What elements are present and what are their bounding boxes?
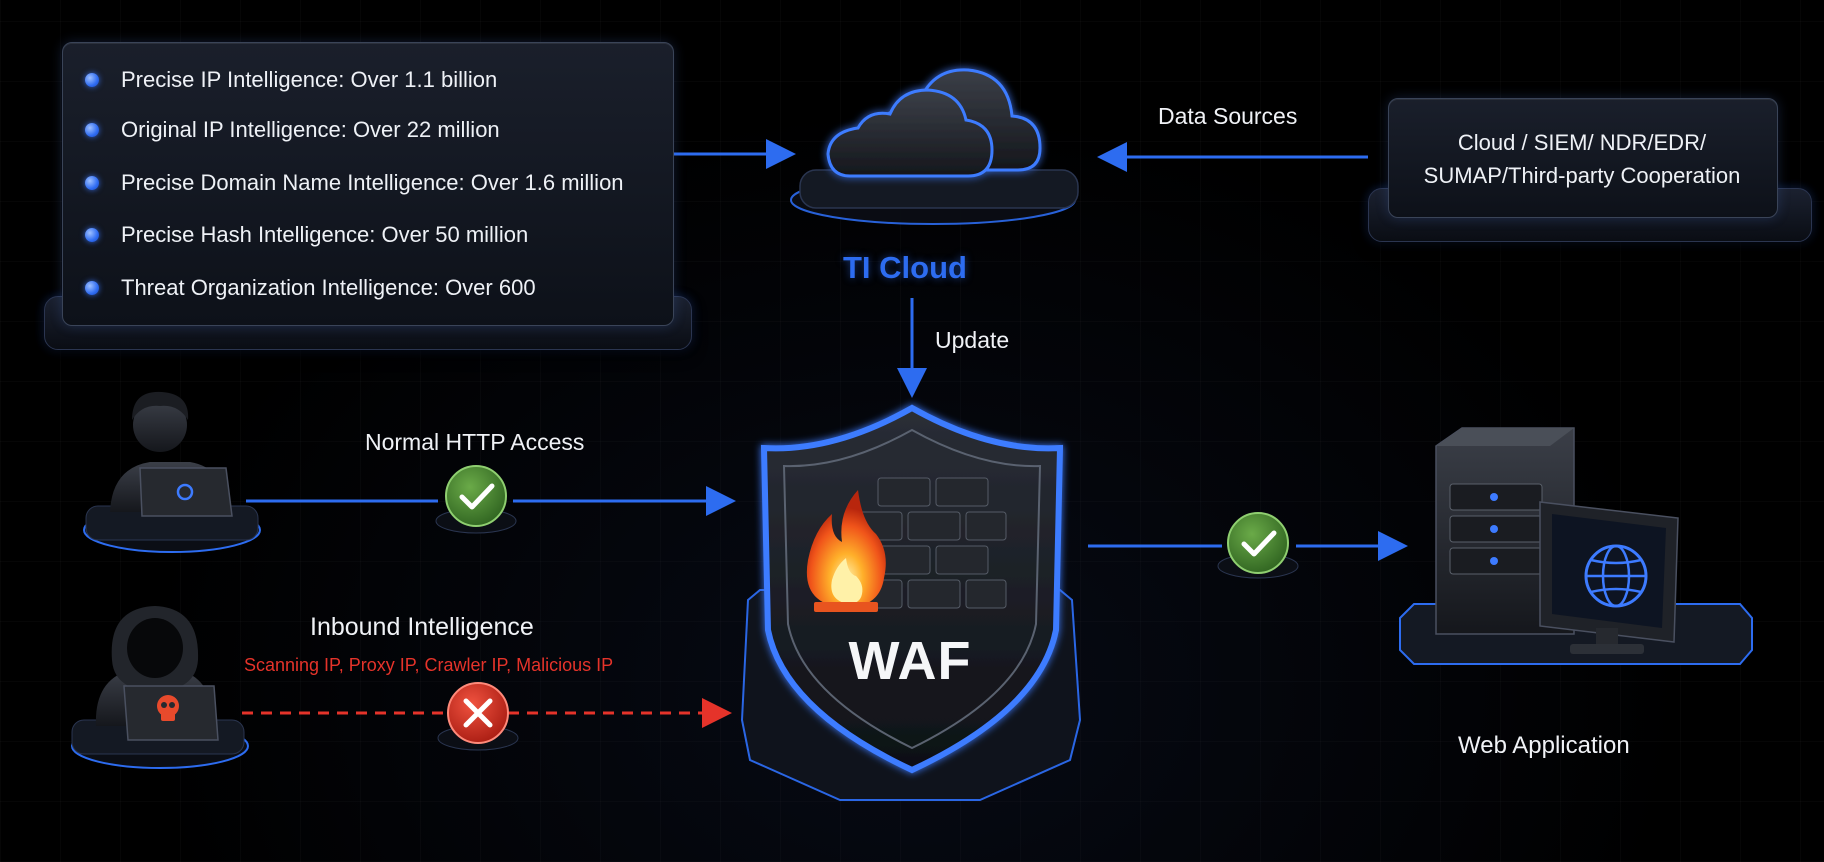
intel-item: Original IP Intelligence: Over 22 millio… <box>85 115 500 145</box>
cloud-icon <box>790 68 1079 225</box>
ti-cloud-title: TI Cloud <box>843 250 967 285</box>
sources-line-2: SUMAP/Third-party Cooperation <box>1423 163 1741 188</box>
check-icon <box>435 465 517 534</box>
update-label: Update <box>935 327 1010 353</box>
intel-item-text: Precise Domain Name Intelligence: Over 1… <box>121 170 624 195</box>
inbound-sub-label: Scanning IP, Proxy IP, Crawler IP, Malic… <box>244 655 614 675</box>
globe-icon <box>1584 544 1648 608</box>
bullet-icon <box>85 228 99 242</box>
intel-panel: Precise IP Intelligence: Over 1.1 billio… <box>62 42 674 326</box>
inbound-label: Inbound Intelligence <box>310 613 534 641</box>
sources-line-1: Cloud / SIEM/ NDR/EDR/ <box>1457 130 1707 155</box>
intel-item-text: Precise Hash Intelligence: Over 50 milli… <box>121 222 529 247</box>
sources-text: Cloud / SIEM/ NDR/EDR/ SUMAP/Third-party… <box>1388 126 1776 192</box>
intel-item-text: Precise IP Intelligence: Over 1.1 billio… <box>121 67 498 92</box>
user-icon <box>83 391 261 553</box>
bullet-icon <box>85 281 99 295</box>
intel-item: Precise IP Intelligence: Over 1.1 billio… <box>85 65 497 95</box>
bullet-icon <box>85 73 99 87</box>
x-icon <box>437 682 519 751</box>
monitor-icon <box>1539 501 1679 654</box>
intel-item: Threat Organization Intelligence: Over 6… <box>85 273 536 303</box>
hacker-icon <box>71 606 249 769</box>
web-app-label: Web Application <box>1458 732 1630 759</box>
bullet-icon <box>85 123 99 137</box>
firewall-icon <box>849 477 1007 609</box>
bullet-icon <box>85 176 99 190</box>
waf-title: WAF <box>848 631 972 691</box>
fire-icon <box>806 490 886 612</box>
data-sources-label: Data Sources <box>1158 103 1298 129</box>
intel-item-text: Threat Organization Intelligence: Over 6… <box>121 275 536 300</box>
intel-item: Precise Hash Intelligence: Over 50 milli… <box>85 220 528 250</box>
intel-item-text: Original IP Intelligence: Over 22 millio… <box>121 117 500 142</box>
sources-panel <box>1388 98 1778 218</box>
normal-access-label: Normal HTTP Access <box>365 429 585 455</box>
intel-item: Precise Domain Name Intelligence: Over 1… <box>85 168 624 198</box>
check-icon <box>1217 512 1299 579</box>
